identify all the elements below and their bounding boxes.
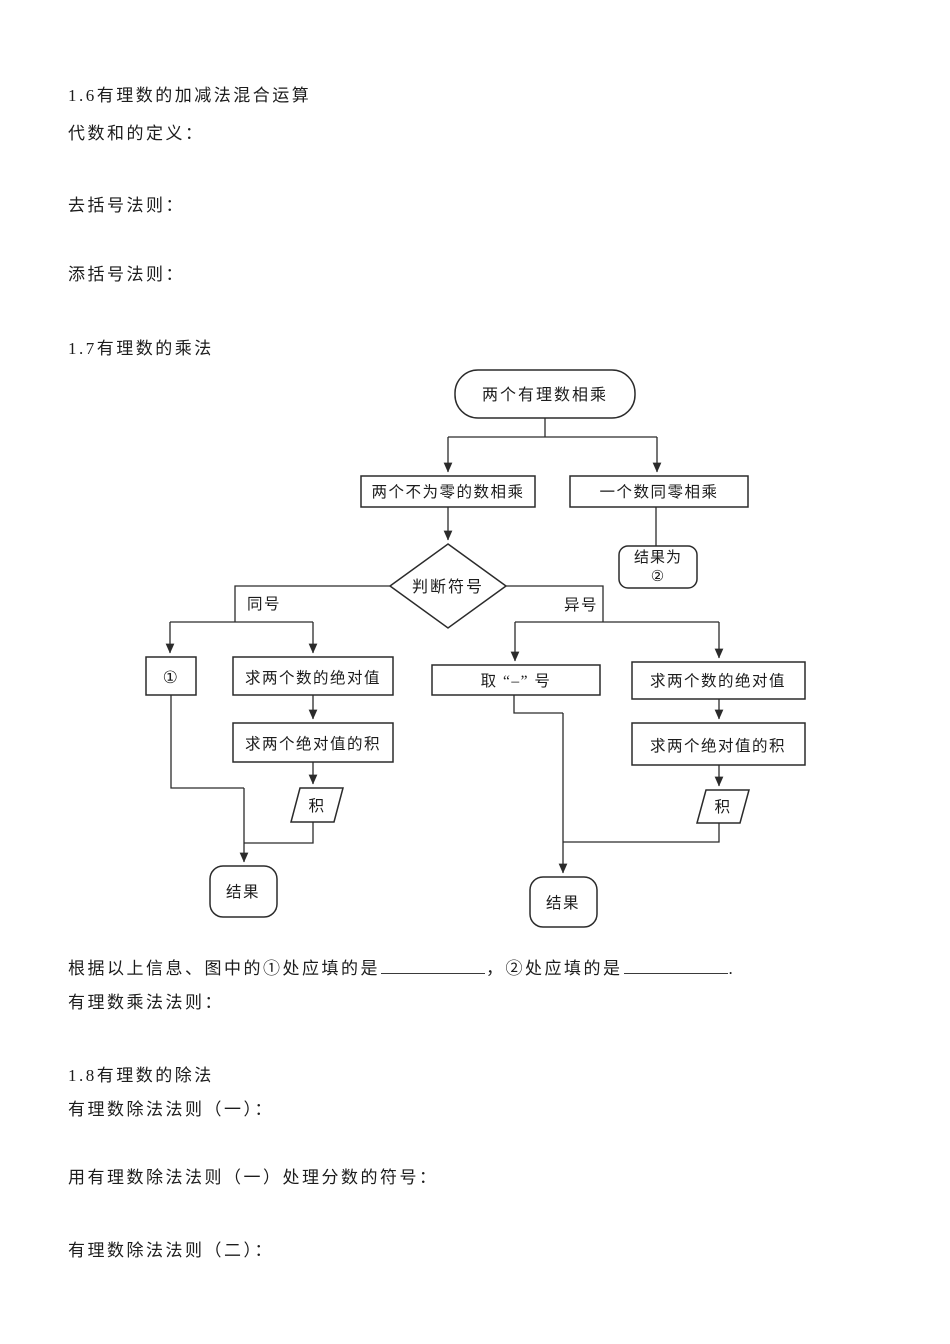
node-nonzero-multiply: 两个不为零的数相乘 <box>360 475 536 508</box>
svg-text:求两个绝对值的积: 求两个绝对值的积 <box>245 735 381 753</box>
multiplication-rule-label: 有理数乘法法则： <box>68 993 224 1012</box>
edge-decision-right-elbow <box>505 585 719 623</box>
svg-text:求两个数的绝对值: 求两个数的绝对值 <box>650 672 786 690</box>
edge-take-minus-out <box>513 695 563 714</box>
node-zero-result: 结果为 ② <box>618 545 698 589</box>
edge-start-stem <box>448 418 657 438</box>
svg-text:结果: 结果 <box>226 883 260 901</box>
division-rule-2-label: 有理数除法法则（二）： <box>68 1241 274 1260</box>
edge-blank1-out <box>170 695 244 789</box>
edge-decision-left-elbow <box>170 585 391 623</box>
fill-blank-part1: 根据以上信息、图中的①处应填的是 <box>68 959 380 978</box>
svg-text:求两个绝对值的积: 求两个绝对值的积 <box>650 737 786 755</box>
division-rule-1-label: 有理数除法法则（一）： <box>68 1100 274 1119</box>
node-product-same: 积 <box>290 787 344 823</box>
fill-blank-part2: ，②处应填的是 <box>486 959 623 978</box>
node-decision-sign: 判断符号 <box>388 543 508 629</box>
division-rule-1-fraction-label: 用有理数除法法则（一）处理分数的符号： <box>68 1168 439 1187</box>
svg-text:积: 积 <box>714 798 731 816</box>
add-brackets-rule-label: 添括号法则： <box>68 265 185 284</box>
svg-text:结果为: 结果为 <box>634 549 682 566</box>
node-start: 两个有理数相乘 <box>454 369 636 419</box>
svg-text:两个有理数相乘: 两个有理数相乘 <box>482 386 608 404</box>
node-result-same: 结果 <box>209 865 278 918</box>
node-abs-product-same: 求两个绝对值的积 <box>232 722 394 763</box>
node-abs-same: 求两个数的绝对值 <box>232 656 394 696</box>
node-blank1: ① <box>145 656 197 696</box>
label-same-sign: 同号 <box>247 595 281 613</box>
svg-text:①: ① <box>163 668 180 687</box>
svg-text:判断符号: 判断符号 <box>412 578 484 596</box>
node-abs-diff: 求两个数的绝对值 <box>631 661 806 700</box>
section-1-8-title: 1.8有理数的除法 <box>68 1066 214 1085</box>
remove-brackets-rule-label: 去括号法则： <box>68 196 185 215</box>
svg-text:一个数同零相乘: 一个数同零相乘 <box>599 483 718 501</box>
label-diff-sign: 异号 <box>564 596 598 614</box>
svg-text:结果: 结果 <box>546 894 580 912</box>
svg-text:②: ② <box>651 569 665 585</box>
fill-blank-part3: . <box>728 959 736 978</box>
section-1-7-title: 1.7有理数的乘法 <box>68 339 214 358</box>
blank-line-1 <box>381 957 485 974</box>
node-abs-product-diff: 求两个绝对值的积 <box>631 722 806 766</box>
node-result-diff: 结果 <box>529 876 598 928</box>
edge-para-diff-out <box>563 823 720 843</box>
section-1-6-title: 1.6有理数的加减法混合运算 <box>68 86 312 105</box>
blank-line-2 <box>623 957 728 974</box>
svg-text:两个不为零的数相乘: 两个不为零的数相乘 <box>371 483 524 501</box>
node-zero-multiply: 一个数同零相乘 <box>569 475 749 508</box>
fill-blank-sentence: 根据以上信息、图中的①处应填的是 ，②处应填的是. <box>68 957 735 979</box>
node-take-minus: 取 “–” 号 <box>431 664 601 696</box>
svg-text:取 “–” 号: 取 “–” 号 <box>481 672 552 690</box>
multiplication-flowchart: 两个有理数相乘 两个不为零的数相乘 一个数同零相乘 结果为 ② 判断符号 同号 … <box>145 369 806 928</box>
algebraic-sum-definition-label: 代数和的定义： <box>68 124 205 143</box>
svg-text:求两个数的绝对值: 求两个数的绝对值 <box>245 669 381 687</box>
svg-text:积: 积 <box>308 797 325 815</box>
edge-para-same-out <box>244 822 314 844</box>
node-product-diff: 积 <box>696 789 750 824</box>
